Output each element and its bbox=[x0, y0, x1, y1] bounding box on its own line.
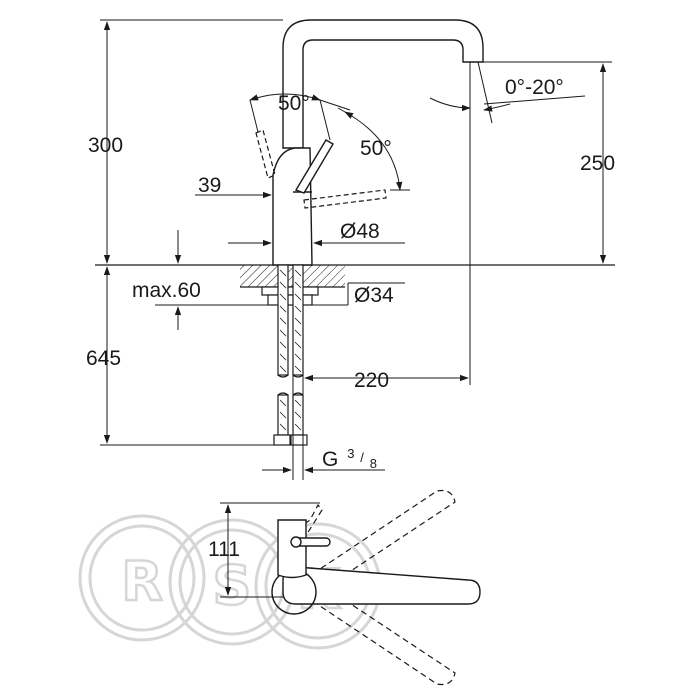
label-lever-offset: 39 bbox=[198, 174, 221, 197]
dim-arc-lever-top bbox=[249, 93, 321, 101]
spout-swing-up bbox=[295, 489, 456, 601]
label-thread-prefix: G bbox=[322, 448, 338, 471]
label-max-counter: max.60 bbox=[132, 279, 201, 302]
labels: 300 645 250 0°-20° 50° 50° 39 Ø48 Ø34 ma… bbox=[86, 76, 615, 561]
lever-handle bbox=[294, 139, 334, 194]
label-plan-depth: 111 bbox=[208, 538, 240, 561]
label-thread-numerator: 3 bbox=[347, 446, 354, 461]
watermark-letter-s: S bbox=[213, 554, 252, 617]
label-thread: G 3 / 8 bbox=[322, 440, 377, 471]
mounting-nut bbox=[267, 294, 313, 306]
faucet-body bbox=[272, 147, 313, 266]
spout-plan-current bbox=[282, 566, 481, 605]
faucet-elevation bbox=[272, 19, 484, 266]
hose-left bbox=[277, 264, 289, 376]
body-plan-housing bbox=[277, 519, 307, 579]
lever-back-position bbox=[255, 129, 276, 179]
spout-swing-down bbox=[295, 574, 456, 686]
label-lever-angle-right: 50° bbox=[360, 137, 392, 160]
hose-fitting-left bbox=[273, 434, 291, 446]
lever-open-position bbox=[303, 189, 387, 209]
mounting-washer bbox=[261, 286, 319, 296]
watermark-ring-r bbox=[78, 514, 206, 642]
hose-right bbox=[292, 264, 304, 376]
label-hole-diameter: Ø34 bbox=[354, 284, 394, 307]
label-total-height: 300 bbox=[88, 134, 123, 157]
plan-view bbox=[271, 489, 481, 686]
label-body-diameter: Ø48 bbox=[340, 220, 380, 243]
label-hose-length: 645 bbox=[86, 347, 121, 370]
dim-arc-lever-right bbox=[344, 111, 403, 191]
watermark-letter-r: R bbox=[121, 550, 163, 613]
label-spout-angle: 0°-20° bbox=[505, 76, 564, 99]
spout bbox=[282, 19, 484, 149]
label-thread-denominator: 8 bbox=[370, 456, 377, 471]
hose-fitting-right bbox=[290, 434, 308, 446]
lever-alt-positions bbox=[255, 129, 387, 209]
dimension-lines bbox=[100, 19, 612, 598]
dim-arc-spout-angle bbox=[429, 97, 471, 112]
label-lever-angle-top: 50° bbox=[278, 92, 310, 115]
label-spout-height: 250 bbox=[580, 152, 615, 175]
label-spout-reach: 220 bbox=[354, 369, 389, 392]
